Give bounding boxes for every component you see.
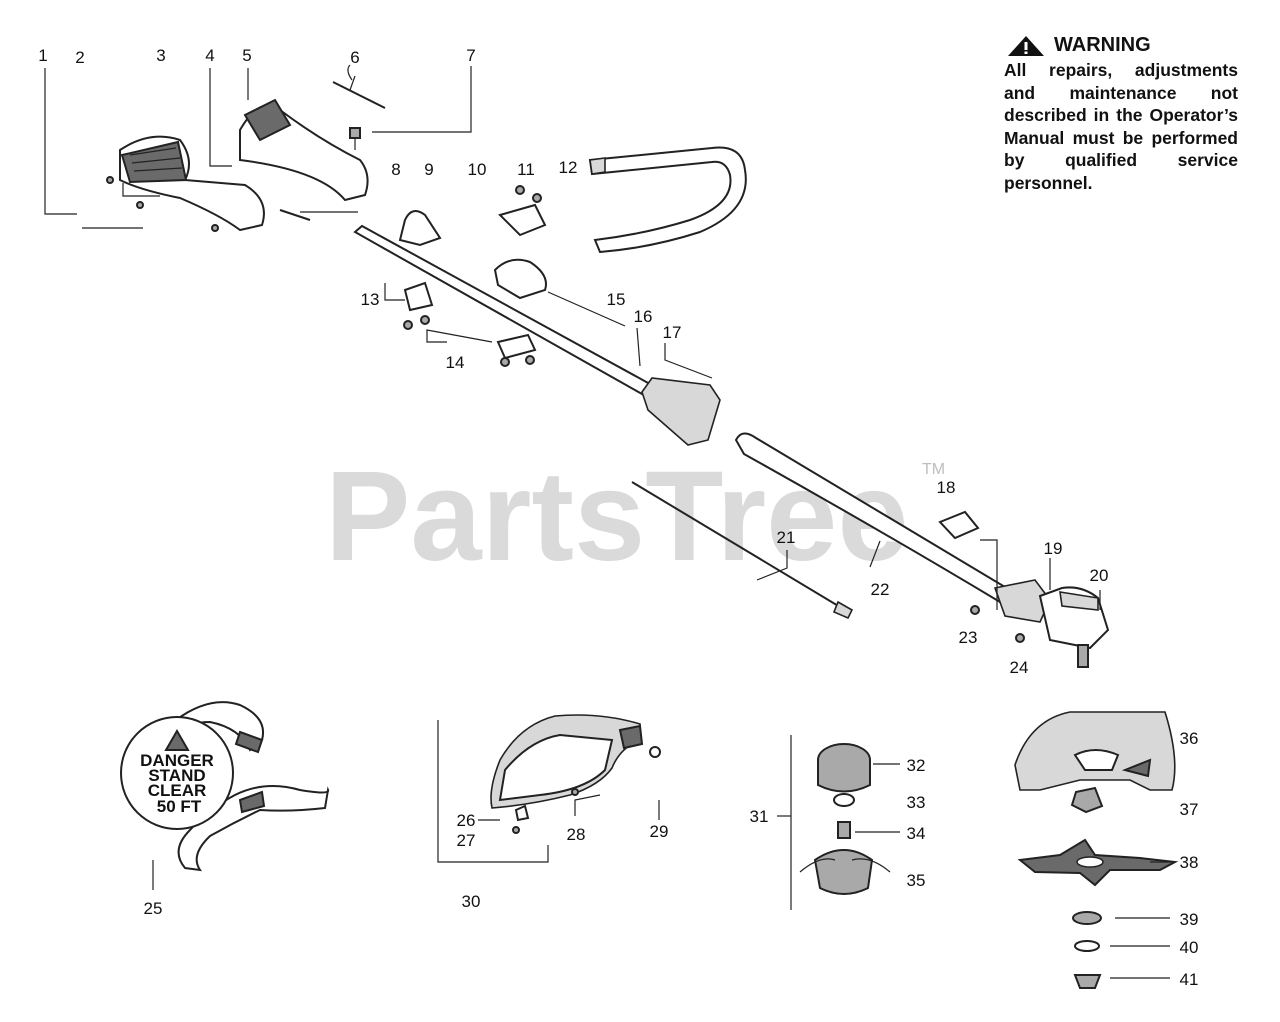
callout-6: 6 <box>350 48 359 67</box>
callout-15: 15 <box>607 290 626 309</box>
gear-head-part <box>993 579 1110 668</box>
grass-guard-part <box>490 714 644 809</box>
callout-32: 32 <box>907 756 926 775</box>
callout-35: 35 <box>907 871 926 890</box>
callout-16: 16 <box>634 307 653 326</box>
warning-triangle-icon <box>1008 35 1044 56</box>
drive-cable-part <box>631 481 854 620</box>
handle-clamp-part <box>398 203 547 360</box>
warning-notice: WARNING All repairs, adjustments and mai… <box>1004 34 1238 194</box>
callout-3: 3 <box>156 46 165 65</box>
callout-1: 1 <box>38 46 47 65</box>
callout-2: 2 <box>75 48 84 67</box>
upper-shaft-part <box>353 224 721 446</box>
callout-27: 27 <box>457 831 476 850</box>
callout-38: 38 <box>1180 853 1199 872</box>
shaft-clamp-part <box>938 510 1025 643</box>
callout-39: 39 <box>1180 910 1199 929</box>
trimmer-head-part <box>799 743 891 895</box>
callout-5: 5 <box>242 46 251 65</box>
decal-line-danger: DANGER <box>140 751 214 770</box>
callout-10: 10 <box>468 160 487 179</box>
handle-bolts-part <box>403 185 542 367</box>
callout-28: 28 <box>567 825 586 844</box>
danger-decal-part: DANGER STAND CLEAR 50 FT <box>120 716 234 830</box>
saw-blade-part <box>1017 838 1179 887</box>
decal-line-clear: CLEAR <box>148 781 207 800</box>
warning-header: WARNING <box>1006 34 1238 57</box>
callout-24: 24 <box>1010 658 1029 677</box>
loop-handle-part <box>588 146 747 254</box>
warning-title: WARNING <box>1054 34 1151 56</box>
callout-36: 36 <box>1180 729 1199 748</box>
callout-31: 31 <box>750 807 769 826</box>
callout-14: 14 <box>446 353 465 372</box>
throttle-housing-part <box>119 135 265 232</box>
blade-hub-part <box>1070 786 1104 814</box>
callout-20: 20 <box>1090 566 1109 585</box>
callout-7: 7 <box>466 46 475 65</box>
callout-17: 17 <box>663 323 682 342</box>
small-screws-part <box>106 176 311 232</box>
lower-shaft-part <box>734 432 1012 604</box>
callout-8: 8 <box>391 160 400 179</box>
callout-41: 41 <box>1180 970 1199 989</box>
watermark-text: PartsTree <box>325 445 909 588</box>
decal-line-distance: 50 FT <box>157 797 202 816</box>
callout-19: 19 <box>1044 539 1063 558</box>
blade-guard-part <box>1014 711 1176 791</box>
throttle-cable-part <box>332 64 386 109</box>
callout-40: 40 <box>1180 938 1199 957</box>
washers-part <box>1072 911 1102 989</box>
guard-hardware-part <box>512 746 661 834</box>
callout-29: 29 <box>650 822 669 841</box>
warning-body: All repairs, adjustments and maintenance… <box>1004 60 1238 193</box>
callout-25: 25 <box>144 899 163 918</box>
throttle-trigger-part <box>239 98 369 202</box>
callout-9: 9 <box>424 160 433 179</box>
callout-33: 33 <box>907 793 926 812</box>
callout-34: 34 <box>907 824 926 843</box>
watermark-trademark: TM <box>922 461 945 478</box>
callout-12: 12 <box>559 158 578 177</box>
callout-4: 4 <box>205 46 214 65</box>
callout-13: 13 <box>361 290 380 309</box>
callout-26: 26 <box>457 811 476 830</box>
callout-37: 37 <box>1180 800 1199 819</box>
callout-18: 18 <box>937 478 956 497</box>
callout-30: 30 <box>462 892 481 911</box>
callout-21: 21 <box>777 528 796 547</box>
callout-23: 23 <box>959 628 978 647</box>
decal-line-stand: STAND <box>148 766 205 785</box>
callout-11: 11 <box>517 160 535 179</box>
knob-screw-part <box>349 127 361 150</box>
callout-22: 22 <box>871 580 890 599</box>
